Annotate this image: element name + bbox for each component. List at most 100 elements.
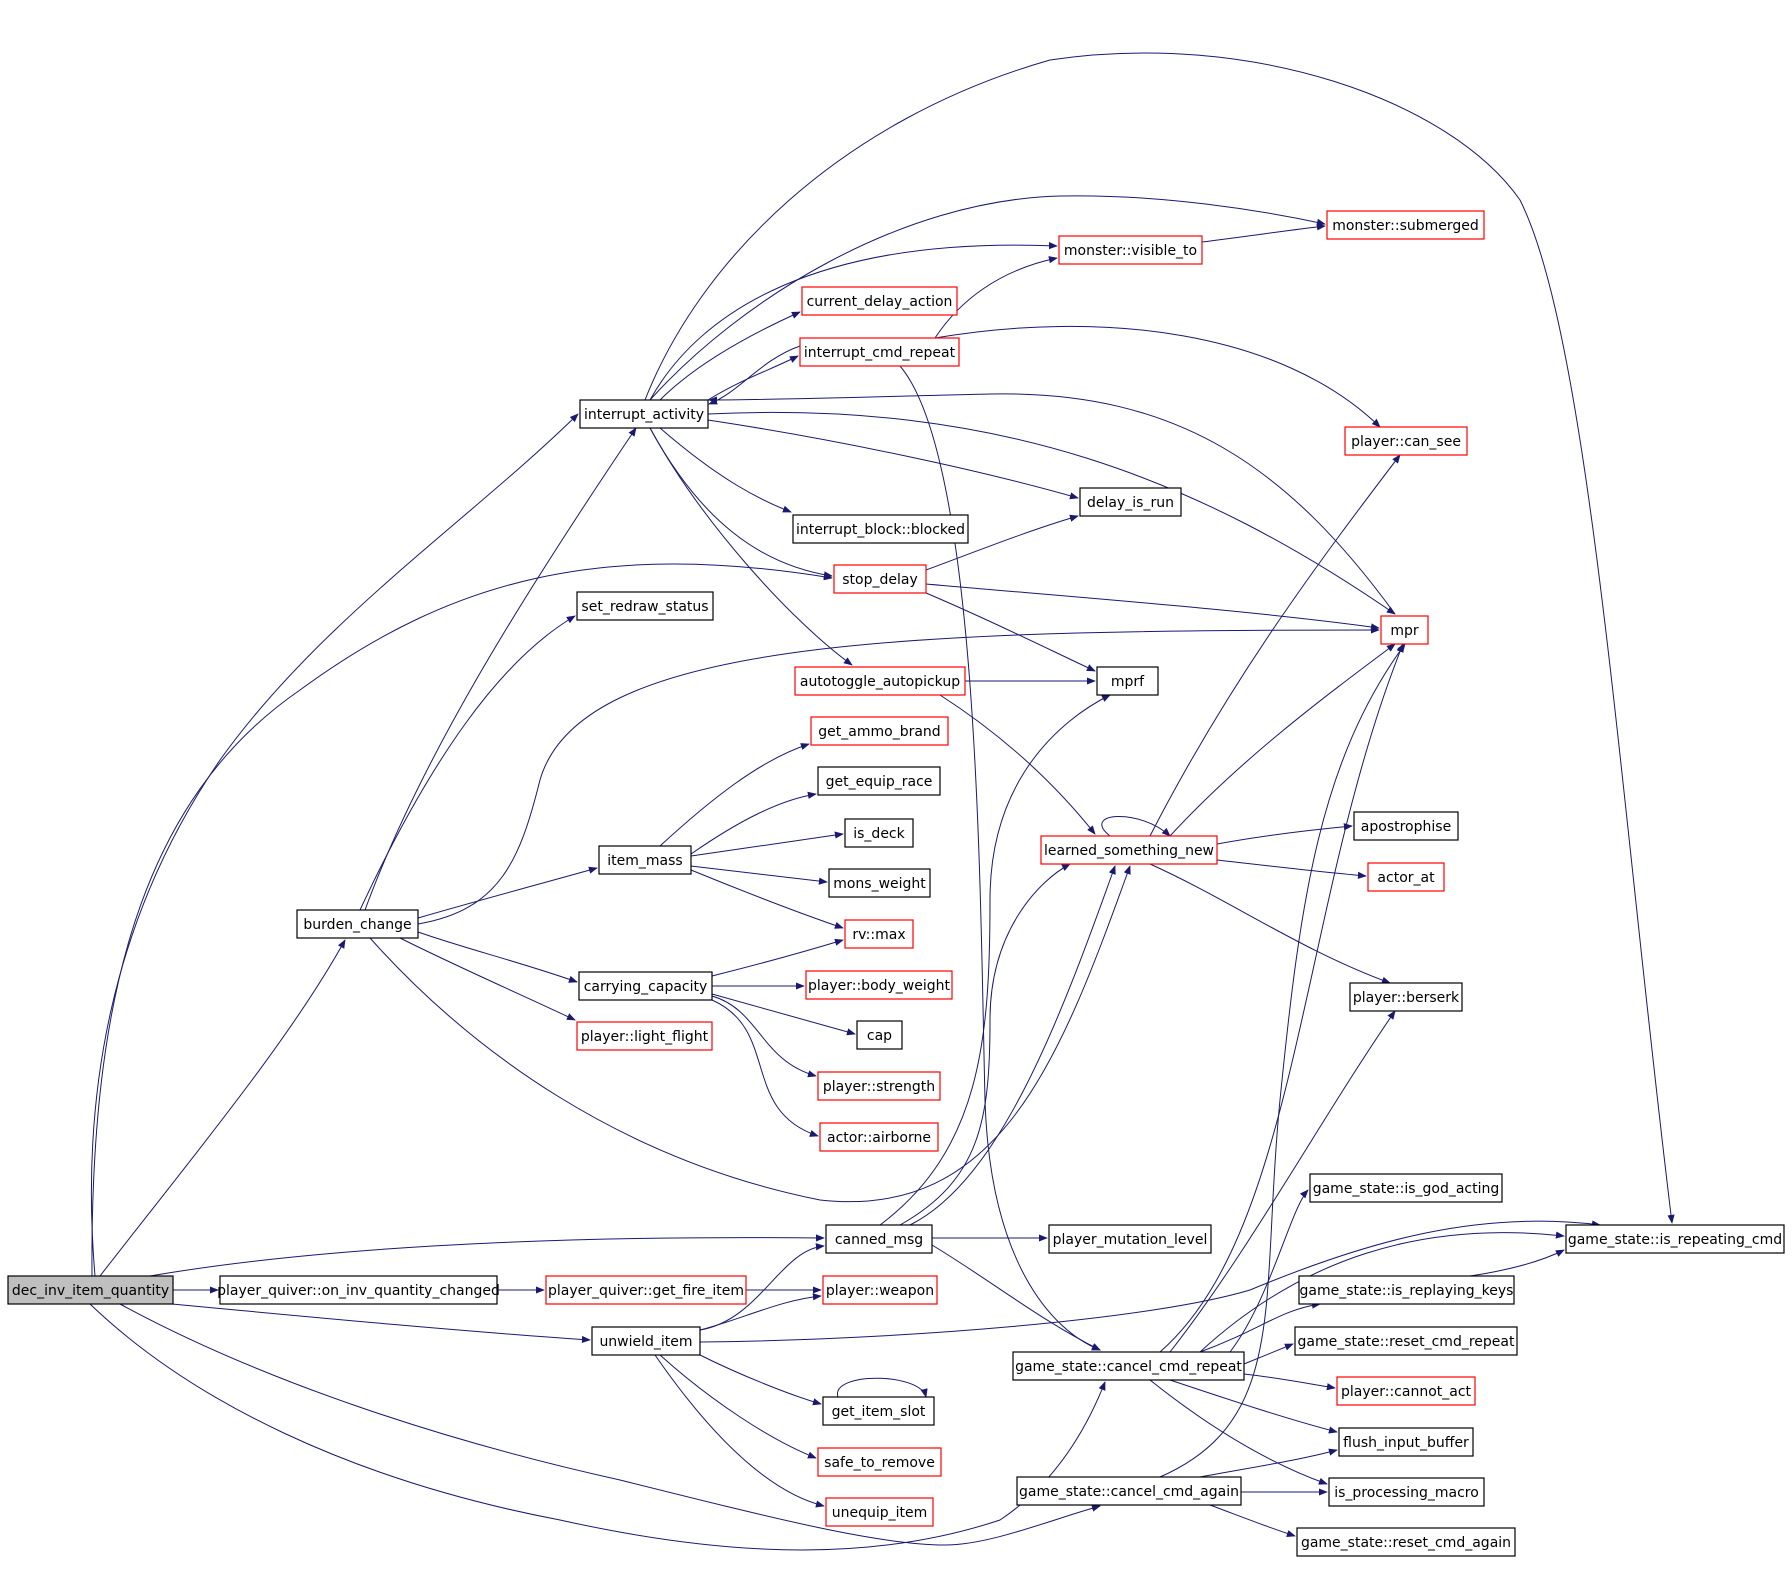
node-game-state-cancel-cmd-repeat[interactable]: game_state::cancel_cmd_repeat (1012, 1351, 1245, 1381)
node-game-state-reset-cmd-repeat[interactable]: game_state::reset_cmd_repeat (1294, 1326, 1518, 1356)
edge-cancel-again-to-mpr (1159, 643, 1406, 1478)
node-game-state-reset-cmd-again[interactable]: game_state::reset_cmd_again (1296, 1527, 1516, 1557)
edge-learned-self (1101, 816, 1171, 837)
node-player-body-weight[interactable]: player::body_weight (805, 970, 953, 1000)
node-unequip-item[interactable]: unequip_item (825, 1497, 934, 1527)
edge-cancel-repeat-to-reset-repeat (1243, 1343, 1294, 1365)
node-box (1040, 835, 1218, 865)
edge-item-mass-to-mons-weight (690, 865, 828, 885)
edge-ia-to-delay-is-run (707, 419, 1079, 500)
node-player-weapon[interactable]: player::weapon (822, 1275, 938, 1305)
node-set-redraw-status[interactable]: set_redraw_status (576, 591, 714, 621)
node-box (296, 909, 419, 939)
edge-cancel-repeat-to-mpr (1159, 643, 1404, 1353)
edge-unwield-to-canned (699, 1243, 825, 1331)
edge-cc-to-strength (711, 995, 817, 1078)
edge-burden-to-learned (369, 865, 1131, 1203)
edge-burden-to-mpr (417, 626, 1380, 925)
edge-unwield-to-repeating-cmd (699, 1220, 1601, 1343)
node-item-mass[interactable]: item_mass (598, 845, 692, 875)
node-carrying-capacity[interactable]: carrying_capacity (578, 971, 713, 1001)
edge-learned-to-actor-at (1216, 859, 1367, 879)
node-stop-delay[interactable]: stop_delay (833, 564, 927, 594)
node-safe-to-remove[interactable]: safe_to_remove (817, 1447, 942, 1477)
edge-ia-to-interrupt-block (659, 427, 792, 513)
edge-burden-to-item-mass (417, 866, 598, 919)
node-box (792, 514, 969, 544)
node-box (1298, 1275, 1515, 1305)
node-get-ammo-brand[interactable]: get_ammo_brand (810, 716, 949, 746)
node-learned-something-new[interactable]: learned_something_new (1040, 835, 1218, 865)
node-box (598, 845, 692, 875)
node-game-state-is-repeating-cmd[interactable]: game_state::is_repeating_cmd (1565, 1224, 1785, 1254)
node-player-cannot-act[interactable]: player::cannot_act (1336, 1376, 1476, 1406)
node-get-item-slot[interactable]: get_item_slot (822, 1396, 935, 1426)
node-interrupt-activity[interactable]: interrupt_activity (579, 399, 709, 429)
node-label: autotoggle_autopickup (800, 674, 960, 690)
node-dec-inv-item-quantity[interactable]: dec_inv_item_quantity (7, 1275, 174, 1305)
node-rv-max[interactable]: rv::max (844, 919, 914, 949)
node-interrupt-block-blocked[interactable]: interrupt_block::blocked (792, 514, 969, 544)
node-burden-change[interactable]: burden_change (296, 909, 419, 939)
node-monster-visible-to[interactable]: monster::visible_to (1058, 235, 1203, 265)
node-cap[interactable]: cap (856, 1020, 903, 1050)
node-autotoggle-autopickup[interactable]: autotoggle_autopickup (794, 666, 966, 696)
node-box (1016, 1476, 1242, 1506)
edge-burden-to-interrupt-activity (364, 427, 637, 911)
node-label: safe_to_remove (824, 1455, 935, 1471)
node-label: mprf (1111, 674, 1145, 690)
edge-stop-delay-to-mprf (925, 592, 1096, 672)
edge-get-item-slot-self (837, 1377, 928, 1398)
node-player-quiver-on-inv-quantity-changed[interactable]: player_quiver::on_inv_quantity_changed (217, 1275, 500, 1305)
node-label: is_processing_macro (1334, 1485, 1479, 1501)
node-flush-input-buffer[interactable]: flush_input_buffer (1338, 1427, 1474, 1457)
node-is-deck[interactable]: is_deck (844, 818, 914, 848)
node-canned-msg[interactable]: canned_msg (825, 1224, 933, 1254)
node-actor-airborne[interactable]: actor::airborne (819, 1122, 939, 1152)
edge-canned-to-mprf (879, 694, 1111, 1226)
node-player-quiver-get-fire-item[interactable]: player_quiver::get_fire_item (545, 1275, 747, 1305)
node-label: player::light_flight (581, 1029, 709, 1045)
node-game-state-is-replaying-keys[interactable]: game_state::is_replaying_keys (1298, 1275, 1515, 1305)
node-label: player::body_weight (808, 978, 951, 994)
node-game-state-is-god-acting[interactable]: game_state::is_god_acting (1309, 1173, 1503, 1203)
node-game-state-cancel-cmd-again[interactable]: game_state::cancel_cmd_again (1016, 1476, 1242, 1506)
node-mprf[interactable]: mprf (1096, 666, 1159, 696)
node-player-light-flight[interactable]: player::light_flight (576, 1021, 713, 1051)
edge-cancel-repeat-to-is-god-acting (1229, 1189, 1309, 1353)
node-label: player::can_see (1351, 434, 1461, 450)
node-label: player_quiver::get_fire_item (548, 1283, 744, 1299)
node-delay-is-run[interactable]: delay_is_run (1079, 487, 1182, 517)
edge-cancel-repeat-to-repeating-cmd (1199, 1231, 1565, 1353)
node-box (794, 666, 966, 696)
node-box (817, 1447, 942, 1477)
node-label: dec_inv_item_quantity (12, 1283, 169, 1299)
node-mons-weight[interactable]: mons_weight (828, 868, 931, 898)
node-monster-submerged[interactable]: monster::submerged (1326, 210, 1485, 240)
node-box (1367, 862, 1445, 892)
node-box (578, 971, 713, 1001)
edge-burden-to-light-flight (399, 937, 576, 1021)
node-label: monster::submerged (1332, 218, 1479, 234)
node-player-can-see[interactable]: player::can_see (1344, 426, 1468, 456)
node-label: interrupt_block::blocked (796, 522, 965, 538)
node-unwield-item[interactable]: unwield_item (591, 1326, 701, 1356)
edge-visible-to-submerged (1201, 223, 1326, 243)
node-label: unwield_item (599, 1334, 692, 1350)
edge-ia-to-mpr (707, 411, 1396, 615)
node-box (1326, 210, 1485, 240)
node-mpr[interactable]: mpr (1380, 615, 1429, 645)
node-box (1353, 811, 1459, 841)
node-player-strength[interactable]: player::strength (817, 1071, 941, 1101)
node-actor-at[interactable]: actor_at (1367, 862, 1445, 892)
node-is-processing-macro[interactable]: is_processing_macro (1328, 1477, 1485, 1507)
node-current-delay-action[interactable]: current_delay_action (801, 286, 958, 316)
edge-item-mass-to-is-deck (690, 831, 844, 857)
node-interrupt-cmd-repeat[interactable]: interrupt_cmd_repeat (799, 337, 960, 367)
node-label: current_delay_action (807, 294, 953, 310)
node-apostrophise[interactable]: apostrophise (1353, 811, 1459, 841)
node-get-equip-race[interactable]: get_equip_race (817, 766, 941, 796)
node-player-berserk[interactable]: player::berserk (1349, 982, 1463, 1012)
edge-ia-to-visible-to (649, 242, 1058, 401)
node-player-mutation-level[interactable]: player_mutation_level (1048, 1224, 1212, 1254)
